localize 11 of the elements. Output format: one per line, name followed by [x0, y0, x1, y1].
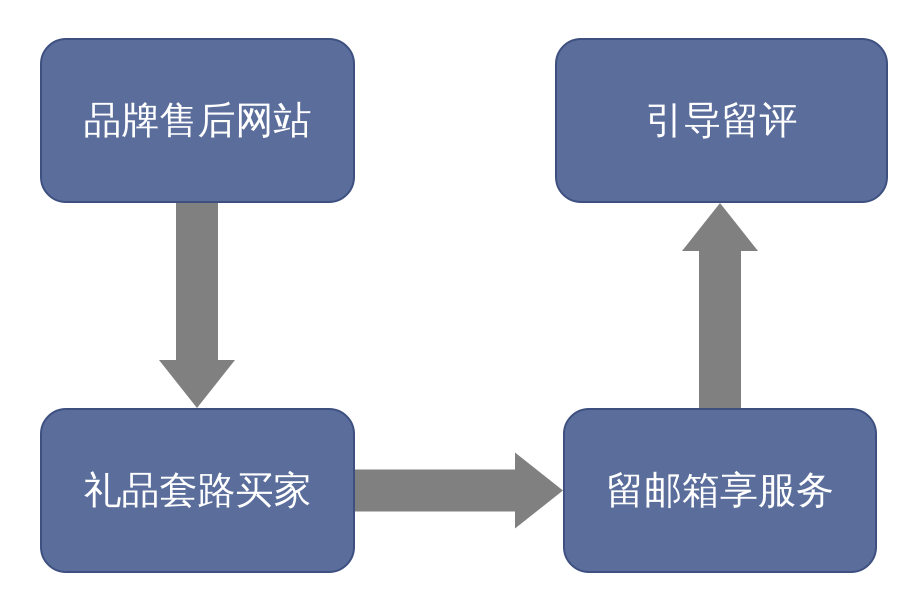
block-arrow — [159, 203, 235, 408]
box-label: 礼品套路买家 — [84, 467, 312, 514]
box-label: 品牌售后网站 — [84, 97, 312, 144]
box-label: 引导留评 — [646, 97, 798, 144]
block-arrow — [355, 452, 563, 528]
process-box — [555, 38, 888, 203]
process-box — [40, 38, 355, 203]
box-label: 留邮箱享服务 — [606, 467, 834, 514]
process-box — [40, 408, 355, 573]
process-box — [563, 408, 877, 573]
block-arrow — [682, 203, 758, 408]
